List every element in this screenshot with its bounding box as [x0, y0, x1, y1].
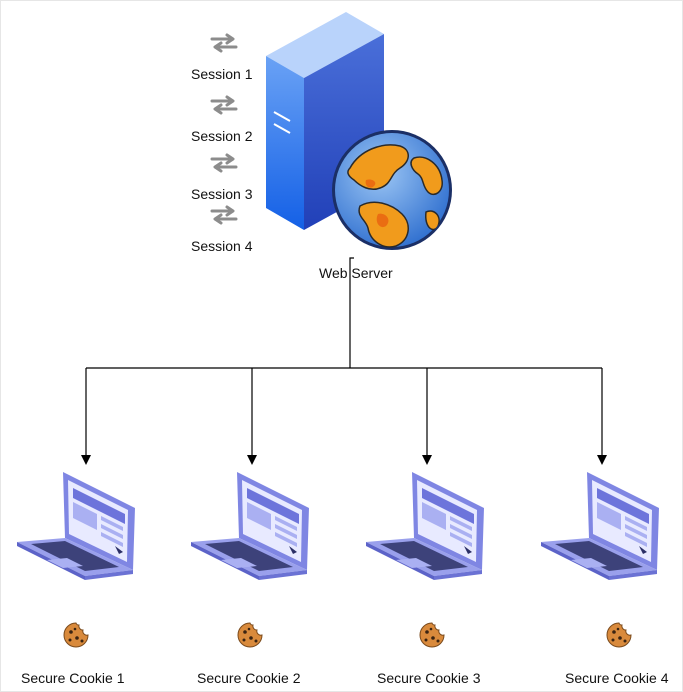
laptop-icon	[191, 472, 309, 580]
cookie-label-4: Secure Cookie 4	[565, 670, 669, 686]
exchange-arrows-icon	[210, 95, 238, 115]
session-label-4: Session 4	[191, 238, 253, 254]
laptop-icon	[541, 472, 659, 580]
cookie-icon	[63, 622, 89, 648]
exchange-arrows-icon	[210, 153, 238, 173]
cookie-icon	[419, 622, 445, 648]
web-server-label: Web Server	[319, 265, 393, 281]
exchange-arrows-icon	[210, 205, 238, 225]
cookie-label-1: Secure Cookie 1	[21, 670, 125, 686]
session-label-2: Session 2	[191, 128, 253, 144]
globe-icon	[332, 130, 452, 250]
laptop-icon	[17, 472, 135, 580]
cookie-label-3: Secure Cookie 3	[377, 670, 481, 686]
session-label-1: Session 1	[191, 66, 253, 82]
exchange-arrows-icon	[210, 33, 238, 53]
laptop-icon	[366, 472, 484, 580]
session-label-3: Session 3	[191, 186, 253, 202]
cookie-label-2: Secure Cookie 2	[197, 670, 301, 686]
cookie-icon	[237, 622, 263, 648]
cookie-icon	[606, 622, 632, 648]
